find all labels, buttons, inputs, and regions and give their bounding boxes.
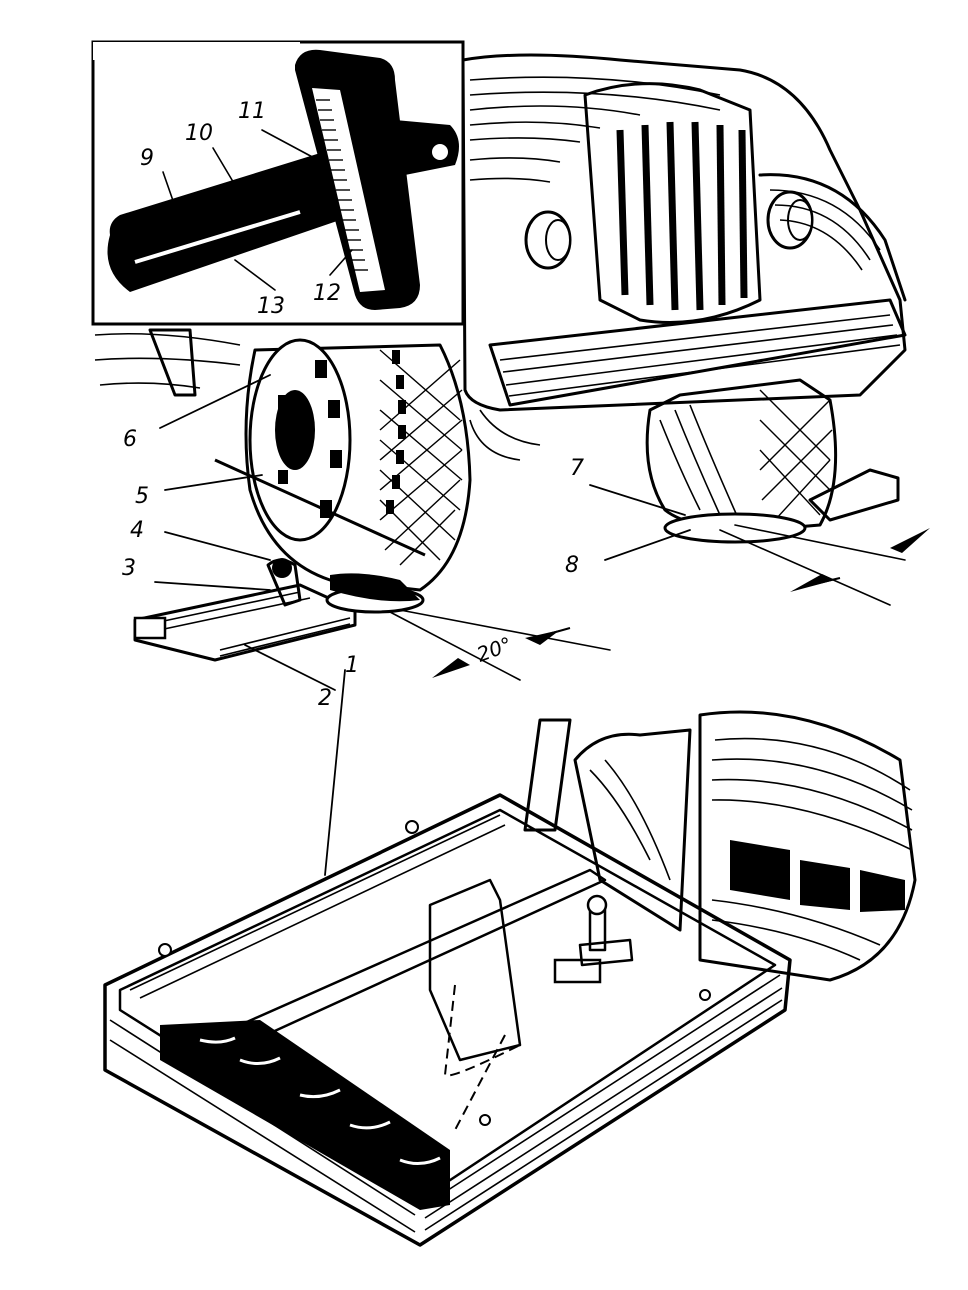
callout-12: 12: [313, 281, 341, 306]
angle-label: 20°: [474, 632, 516, 667]
radiator-grille: [583, 82, 762, 324]
callout-13: 13: [257, 294, 285, 319]
headlight-right: [766, 190, 814, 250]
callout-7: 7: [570, 456, 584, 481]
gauge-case: [103, 710, 917, 1247]
callout-4: 4: [130, 518, 144, 543]
inset-detail: [91, 40, 465, 326]
angle-arrows: [432, 528, 930, 678]
gauge-arm: [107, 150, 340, 292]
gauge-scale-bar: [295, 49, 459, 310]
callout-2: 2: [318, 686, 332, 711]
floor-gauge-assembly: [133, 458, 426, 662]
callout-5: 5: [135, 484, 149, 509]
callout-11: 11: [238, 99, 266, 124]
front-wheel-right: [645, 378, 900, 544]
callout-10: 10: [185, 121, 213, 146]
callout-1: 1: [345, 653, 359, 678]
truck-front: [94, 53, 907, 592]
callout-9: 9: [140, 146, 154, 171]
angle-reference-lines: [389, 524, 906, 681]
headlight-left: [524, 210, 572, 270]
inset-leaders: [162, 129, 353, 291]
rear-wheel: [523, 710, 917, 982]
front-wheel-left: [244, 338, 472, 592]
callout-6: 6: [123, 427, 137, 452]
callout-8: 8: [565, 553, 579, 578]
callout-3: 3: [122, 556, 136, 581]
bumper: [488, 298, 907, 407]
callout-leaders: [154, 374, 691, 876]
